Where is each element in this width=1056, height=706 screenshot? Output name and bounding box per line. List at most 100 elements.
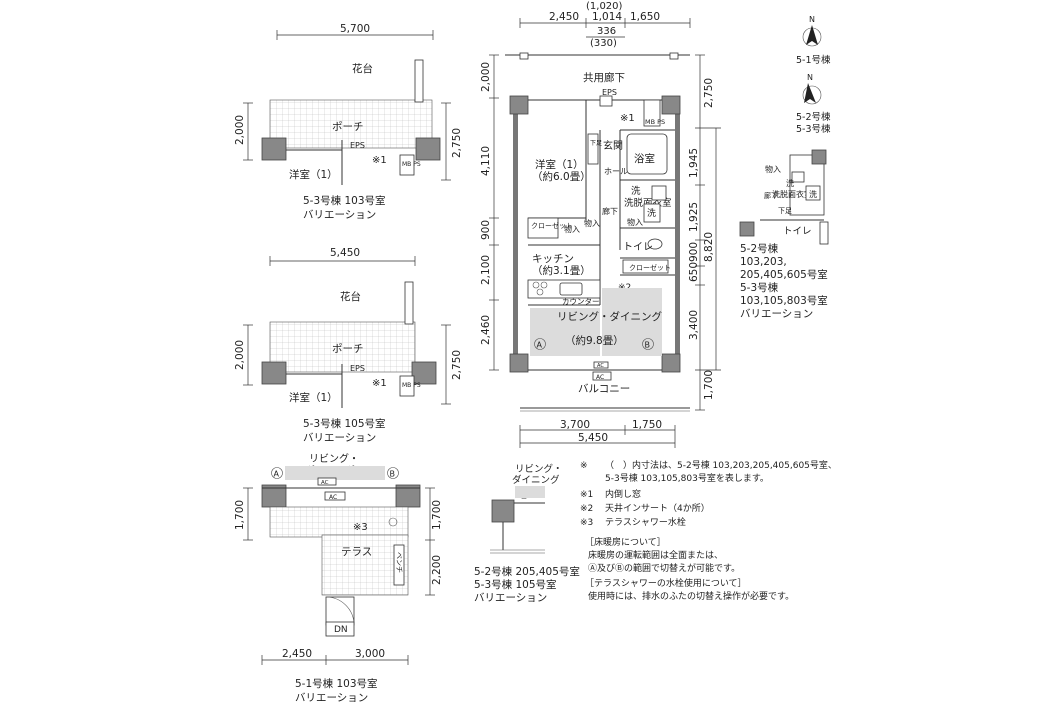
var1-dim-top: 5,700	[340, 23, 370, 35]
label-living-size: （約9.8畳）	[565, 334, 624, 347]
dim-2450: 2,450	[549, 11, 579, 23]
label-counter: カウンター	[562, 297, 600, 306]
var1-eps: EPS	[350, 141, 365, 150]
main-top-dimensions: 2,450 1,014 1,650 (1,020) 336 (330)	[519, 1, 691, 49]
var1-dim-left: 2,000	[234, 115, 246, 145]
label-bedroom-size: （約6.0畳）	[532, 170, 591, 183]
dim-bottom-3700: 3,700	[560, 419, 590, 431]
label-storage-3: 物入	[627, 217, 643, 227]
notes: ※ （ ）内寸法は、5-2号棟 103,203,205,405,605号室、 5…	[580, 459, 837, 602]
north-arrow-icon	[806, 25, 818, 45]
compass-label-1: 5-1号棟	[796, 54, 831, 66]
ac-main-2: AC	[596, 374, 604, 381]
var4-caption-2: 5-3号棟 105号室	[474, 578, 557, 591]
dim-right-1925: 1,925	[688, 202, 700, 232]
dim-left-900: 900	[480, 220, 492, 240]
var4-caption-1: 5-2号棟 205,405号室	[474, 565, 580, 578]
label-shoe-box: 下足	[590, 140, 602, 147]
label-toilet: トイレ	[623, 242, 653, 253]
note2-mark: ※2	[580, 504, 593, 514]
var2-caption-1: 5-3号棟 105号室	[303, 417, 386, 430]
main-right-dimensions: 2,750 1,945 1,925 900 650 3,400 1,700 8,…	[688, 54, 721, 411]
variation-5-1-103: リビング・ ダイニング A B AC AC ※3 テラス ベンチ DN 1,70…	[234, 452, 443, 704]
dim-right-2750: 2,750	[703, 78, 715, 108]
compass-n-1: N	[809, 15, 815, 24]
dim-right-total-8820: 8,820	[703, 232, 715, 262]
dim-right-650: 650	[688, 262, 700, 282]
var2-mark: ※1	[372, 378, 387, 389]
var5-caption-5: 103,105,803号室	[740, 294, 828, 307]
var3-ac-2: AC	[329, 494, 337, 501]
dim-right-900: 900	[688, 242, 700, 262]
var5-washroom: 洗脱面衣室	[772, 189, 812, 199]
compass-label-2a: 5-2号棟	[796, 111, 831, 123]
dim-right-3400: 3,400	[688, 310, 700, 340]
dim-left-2100: 2,100	[480, 255, 492, 285]
main-bottom-dimensions: 3,700 1,750 5,450	[519, 419, 676, 448]
note3-text: テラスシャワー水栓	[605, 516, 686, 528]
label-hallway: 廊下	[602, 206, 618, 216]
var5-storage: 物入	[765, 164, 781, 174]
compass-label-2b: 5-3号棟	[796, 123, 831, 135]
label-closet-2: クローゼット	[629, 263, 671, 272]
label-wash-basin: 洗	[647, 207, 656, 219]
dim-paren-330: (330)	[590, 38, 617, 49]
variation-5-2-5-3-washroom: 洗 洗脱面衣室 洗 物入 廊下 下足 トイレ 5-2号棟 103,203, 20…	[739, 149, 829, 320]
var2-caption-2: バリエーション	[303, 432, 376, 444]
label-common-corridor: 共用廊下	[583, 71, 625, 84]
var2-dim-left: 2,000	[234, 340, 246, 370]
label-bath: 浴室	[634, 152, 655, 165]
note0-mark: ※	[580, 461, 588, 471]
label-hall: ホール	[604, 167, 628, 176]
note1-text: 内倒し窓	[605, 488, 641, 500]
dim-paren-1020: (1,020)	[586, 1, 623, 12]
ac-main-1: AC	[597, 363, 604, 369]
shower-line1: 使用時には、排水のふたの切替え操作が必要です。	[588, 590, 794, 602]
var3-ac-1: AC	[321, 480, 329, 486]
dim-left-2460: 2,460	[480, 315, 492, 345]
var5-caption-4: 5-3号棟	[740, 281, 779, 294]
var4-living: リビング・	[515, 463, 563, 475]
label-bedroom: 洋室（1）	[535, 158, 584, 171]
label-eps-main: EPS	[602, 88, 617, 97]
var5-caption-6: バリエーション	[740, 308, 813, 320]
dim-left-2000: 2,000	[480, 62, 492, 92]
dim-bottom-5450: 5,450	[578, 432, 608, 444]
var3-dim-bottom-2: 3,000	[355, 648, 385, 660]
main-floor-plan: 2,450 1,014 1,650 (1,020) 336 (330) 2,00…	[480, 1, 721, 448]
var3-mark3: ※3	[353, 522, 368, 533]
variation-5-2-205-405: リビング・ ダイニング A 5-2号棟 205,405号室 5-3号棟 105号…	[474, 463, 580, 604]
label-entrance: 玄関	[603, 139, 623, 152]
mark-1-main: ※1	[620, 113, 635, 124]
variation-5-3-105: 5,450 2,000 2,750 MB PS 花台 ポーチ EPS ※1 洋室…	[234, 247, 463, 444]
var1-mark: ※1	[372, 155, 387, 166]
var1-dim-right: 2,750	[451, 128, 463, 158]
var3-dim-bottom-1: 2,450	[282, 648, 312, 660]
var2-dim-right: 2,750	[451, 350, 463, 380]
var3-terrace: テラス	[341, 546, 372, 558]
north-arrow-icon-2	[804, 83, 816, 103]
dim-1650: 1,650	[630, 11, 660, 23]
var1-caption-2: バリエーション	[303, 209, 376, 221]
dim-left-4110: 4,110	[480, 146, 492, 176]
compass-5-2-5-3: N 5-2号棟 5-3号棟	[796, 73, 831, 135]
var2-porch: ポーチ	[332, 343, 364, 355]
var3-bench: ベンチ	[395, 552, 403, 573]
var5-toilet: トイレ	[783, 226, 812, 237]
var5-wash: 洗	[786, 178, 794, 188]
var2-room: 洋室（1）	[289, 391, 338, 404]
var3-zone-b: B	[390, 470, 396, 479]
label-washroom-1: 洗	[631, 185, 641, 197]
dim-1014: 1,014	[592, 11, 622, 23]
label-closet-1: クローゼット	[531, 221, 573, 230]
variation-5-3-103: 5,700 2,000 2,750 MB PS 花台 ポーチ EPS ※1 洋室…	[234, 23, 463, 221]
dim-336: 336	[597, 26, 616, 37]
label-storage-1: 物入	[564, 224, 580, 234]
label-living: リビング・ダイニング	[557, 310, 662, 323]
var3-dim-left: 1,700	[234, 500, 246, 530]
var2-eps: EPS	[350, 364, 365, 373]
label-kitchen-size: （約3.1畳）	[532, 264, 591, 277]
compass-n-2: N	[807, 73, 813, 82]
var3-caption-1: 5-1号棟 103号室	[295, 677, 378, 690]
